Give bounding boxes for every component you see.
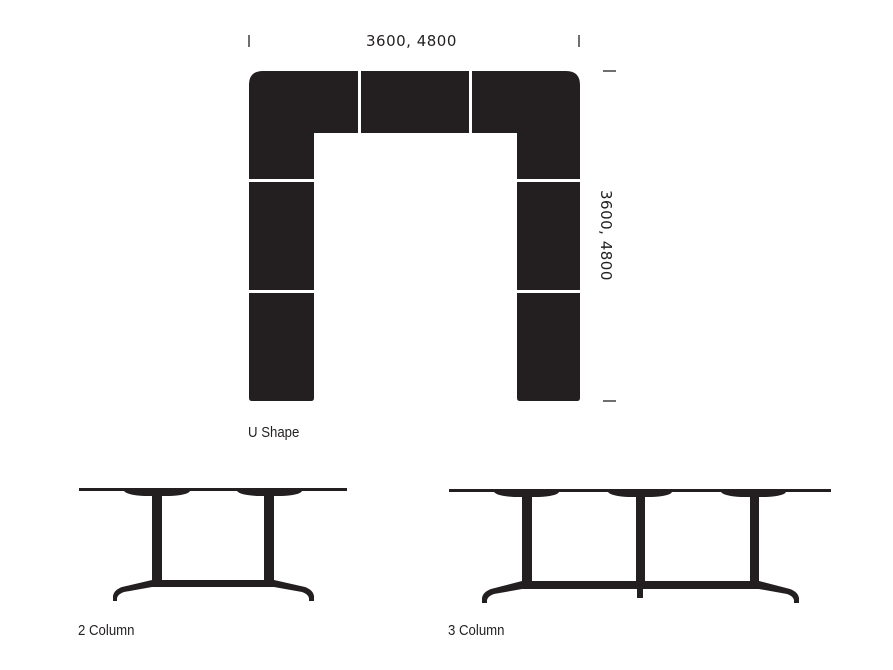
base-crossbar: [522, 581, 759, 589]
u-shape-width-ticks: [248, 35, 580, 47]
column: [264, 495, 274, 581]
u-left-segment-3: [249, 293, 314, 401]
column: [636, 496, 645, 582]
column: [152, 495, 162, 581]
u-shape-caption: U Shape: [248, 424, 300, 441]
two-column-caption: 2 Column: [78, 622, 135, 639]
u-shape-table-plan: [249, 71, 580, 401]
tabletop: [79, 488, 347, 491]
tabletop: [449, 489, 831, 492]
u-right-segment-3: [517, 293, 580, 401]
u-left-segment-2: [249, 182, 314, 290]
u-top-middle-segment: [361, 71, 469, 133]
three-column-table-elevation: [449, 489, 831, 603]
u-shape-width-dimension: 3600, 4800: [366, 32, 457, 50]
two-column-table-elevation: [79, 488, 347, 601]
column: [750, 496, 759, 582]
column: [522, 496, 532, 582]
u-corner-right-segment: [472, 71, 580, 179]
three-column-caption: 3 Column: [448, 622, 505, 639]
base-crossbar: [152, 580, 274, 587]
u-right-segment-2: [517, 182, 580, 290]
u-shape-depth-ticks: [603, 70, 616, 402]
u-corner-left-segment: [249, 71, 358, 179]
u-shape-depth-dimension: 3600, 4800: [597, 190, 615, 281]
